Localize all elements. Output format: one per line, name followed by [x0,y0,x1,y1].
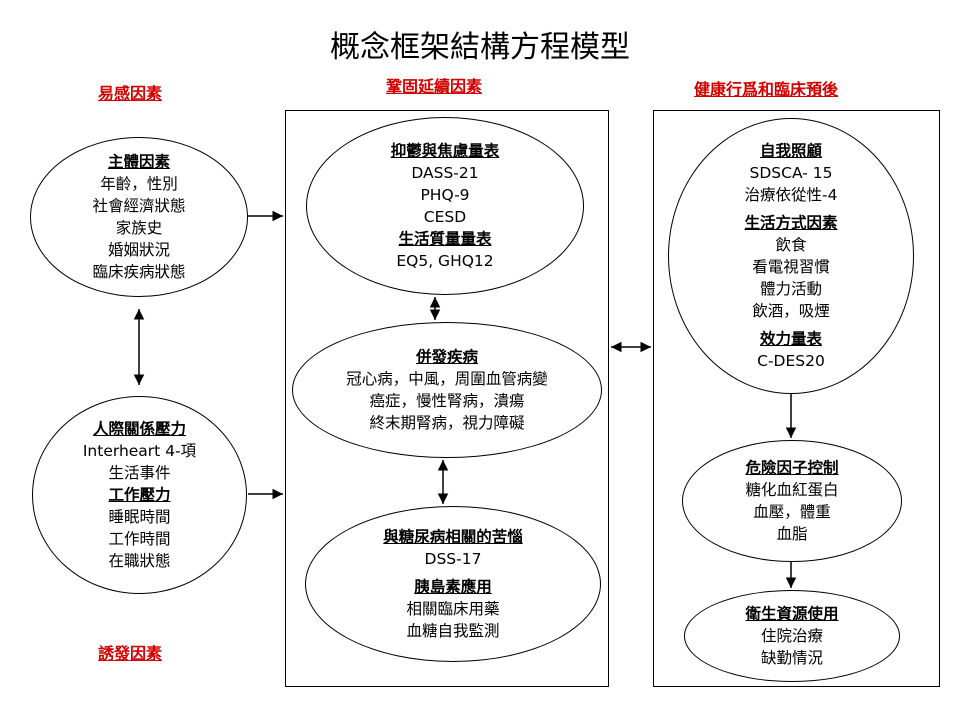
subject-heading: 主體因素 [107,153,170,171]
work-stress-line: 在職狀態 [108,552,171,570]
risk-heading: 危險因子控制 [745,459,839,477]
interpersonal-heading: 人際關係壓力 [92,420,186,438]
selfcare-line: 治療依從性-4 [744,186,838,204]
efficacy-line: C-DES20 [757,352,825,370]
label-predisposing: 易感因素 [98,84,163,103]
node-interpersonal-stress: 人際關係壓力 Interheart 4-項 生活事件 工作壓力 睡眠時間 工作時… [32,396,247,594]
quality-of-life-line: EQ5, GHQ12 [396,252,494,270]
lifestyle-line: 飲食 [775,236,807,254]
middle-panel [285,110,609,687]
health-line: 缺勤情況 [760,649,823,667]
depression-line: CESD [423,208,467,226]
subject-line: 社會經濟狀態 [92,197,186,215]
depression-line: PHQ-9 [420,186,470,204]
node-subject-factors: 主體因素 年齡，性別 社會經濟狀態 家族史 婚姻狀況 臨床疾病狀態 [30,137,248,297]
subject-line: 臨床疾病狀態 [92,263,186,281]
complications-line: 冠心病，中風，周圍血管病變 [346,370,548,388]
complications-line: 癌症，慢性腎病，潰瘍 [369,392,525,410]
label-outcomes: 健康行爲和臨床預後 [694,80,839,99]
label-precipitating: 誘發因素 [98,644,163,663]
node-health-resources: 衛生資源使用 住院治療 缺勤情況 [684,590,900,682]
quality-of-life-heading: 生活質量量表 [398,230,492,248]
interpersonal-line: Interheart 4-項 [82,442,197,460]
work-stress-heading: 工作壓力 [108,486,171,504]
node-complications: 併發疾病 冠心病，中風，周圍血管病變 癌症，慢性腎病，潰瘍 終末期腎病，視力障礙 [292,322,602,458]
health-line: 住院治療 [760,627,823,645]
label-reinforcing: 鞏固延續因素 [386,77,483,96]
interpersonal-line: 生活事件 [108,464,171,482]
node-diabetes-distress: 與糖尿病相關的苦惱 DSS-17 胰島素應用 相關臨床用藥 血糖自我監測 [305,506,601,662]
risk-line: 血脂 [776,525,808,543]
subject-line: 家族史 [115,219,163,237]
risk-line: 糖化血紅蛋白 [745,481,839,499]
diagram-title: 概念框架結構方程模型 [330,30,630,65]
node-self-care: 自我照顧 SDSCA- 15 治療依從性-4 生活方式因素 飲食 看電視習慣 體… [668,118,914,394]
insulin-heading: 胰島素應用 [414,578,492,596]
efficacy-heading: 效力量表 [759,330,822,348]
health-heading: 衛生資源使用 [745,605,839,623]
lifestyle-line: 看電視習慣 [752,258,830,276]
complications-line: 終末期腎病，視力障礙 [369,414,525,432]
lifestyle-heading: 生活方式因素 [744,214,838,232]
lifestyle-line: 體力活動 [759,280,822,298]
insulin-line: 相關臨床用藥 [406,600,500,618]
subject-line: 年齡，性別 [100,175,178,193]
depression-heading: 抑鬱與焦慮量表 [390,142,500,160]
node-depression-anxiety: 抑鬱與焦慮量表 DASS-21 PHQ-9 CESD 生活質量量表 EQ5, G… [306,117,584,295]
selfcare-line: SDSCA- 15 [749,164,833,182]
work-stress-line: 睡眠時間 [108,508,171,526]
insulin-line: 血糖自我監測 [406,622,500,640]
work-stress-line: 工作時間 [108,530,171,548]
distress-heading: 與糖尿病相關的苦惱 [383,528,523,546]
lifestyle-line: 飲酒，吸煙 [752,302,830,320]
complications-heading: 併發疾病 [415,348,478,366]
distress-line: DSS-17 [424,550,482,568]
node-risk-control: 危險因子控制 糖化血紅蛋白 血壓，體重 血脂 [682,440,902,562]
selfcare-heading: 自我照顧 [759,142,822,160]
subject-line: 婚姻狀況 [107,241,170,259]
depression-line: DASS-21 [411,164,479,182]
right-panel [653,110,940,687]
risk-line: 血壓，體重 [753,503,831,521]
